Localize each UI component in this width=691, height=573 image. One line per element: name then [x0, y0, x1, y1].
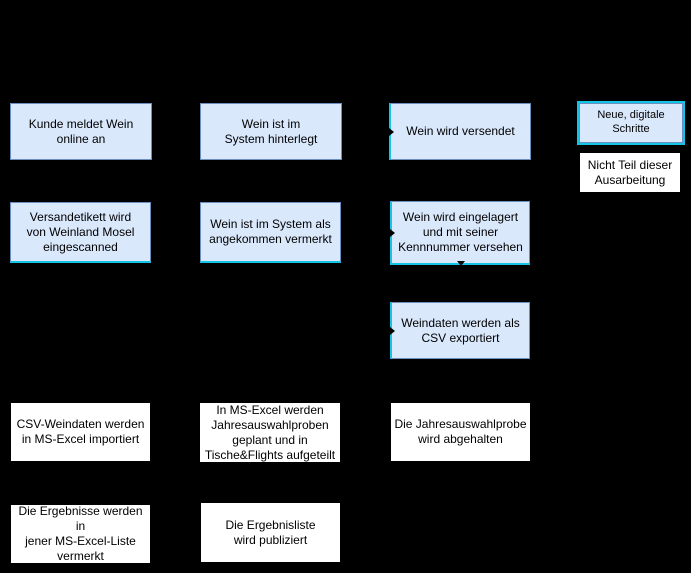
legend-label: Neue, digitale Schritte	[597, 109, 665, 135]
legend-label: Nicht Teil dieser Ausarbeitung	[587, 157, 673, 187]
node-label: Wein wird versendet	[406, 124, 515, 138]
node-liste-publiziert: Die Ergebnisliste wird publiziert	[201, 503, 340, 562]
node-csv-import: CSV-Weindaten werden in MS-Excel importi…	[11, 403, 150, 461]
node-ergebnisse-vermerkt: Die Ergebnisse werden in jener MS-Excel-…	[11, 504, 150, 563]
node-online-anmeldung: Kunde meldet Wein online an	[10, 103, 152, 160]
node-label: Wein wird eingelagert und mit seiner Ken…	[398, 210, 523, 254]
node-angekommen-vermerkt: Wein ist im System als angekommen vermer…	[200, 202, 341, 263]
node-label: Die Ergebnisliste wird publiziert	[225, 517, 316, 547]
node-label: Kunde meldet Wein online an	[28, 116, 134, 146]
legend-digital: Neue, digitale Schritte	[577, 101, 685, 145]
legend-excluded: Nicht Teil dieser Ausarbeitung	[580, 153, 680, 192]
node-label: In MS-Excel werden Jahresauswahlproben g…	[204, 402, 336, 462]
node-excel-planung: In MS-Excel werden Jahresauswahlproben g…	[200, 403, 340, 462]
node-label: Weindaten werden als CSV exportiert	[401, 315, 520, 345]
node-eingelagert: Wein wird eingelagert und mit seiner Ken…	[390, 201, 530, 266]
node-probe-abgehalten: Die Jahresauswahlprobe wird abgehalten	[391, 403, 530, 461]
node-etikett-eingescanned: Versandetikett wird von Weinland Mosel e…	[10, 202, 151, 263]
arrowhead-mark	[456, 261, 465, 266]
node-system-hinterlegt: Wein ist im System hinterlegt	[200, 103, 342, 160]
node-label: Die Jahresauswahlprobe wird abgehalten	[394, 417, 527, 446]
node-label: Versandetikett wird von Weinland Mosel e…	[26, 209, 135, 254]
node-label: Wein ist im System als angekommen vermer…	[209, 217, 332, 246]
node-label: CSV-Weindaten werden in MS-Excel importi…	[16, 417, 145, 446]
node-label: Wein ist im System hinterlegt	[224, 116, 318, 146]
node-label: Die Ergebnisse werden in jener MS-Excel-…	[18, 504, 143, 563]
node-versendet: Wein wird versendet	[389, 103, 531, 160]
node-csv-export: Weindaten werden als CSV exportiert	[390, 302, 530, 359]
